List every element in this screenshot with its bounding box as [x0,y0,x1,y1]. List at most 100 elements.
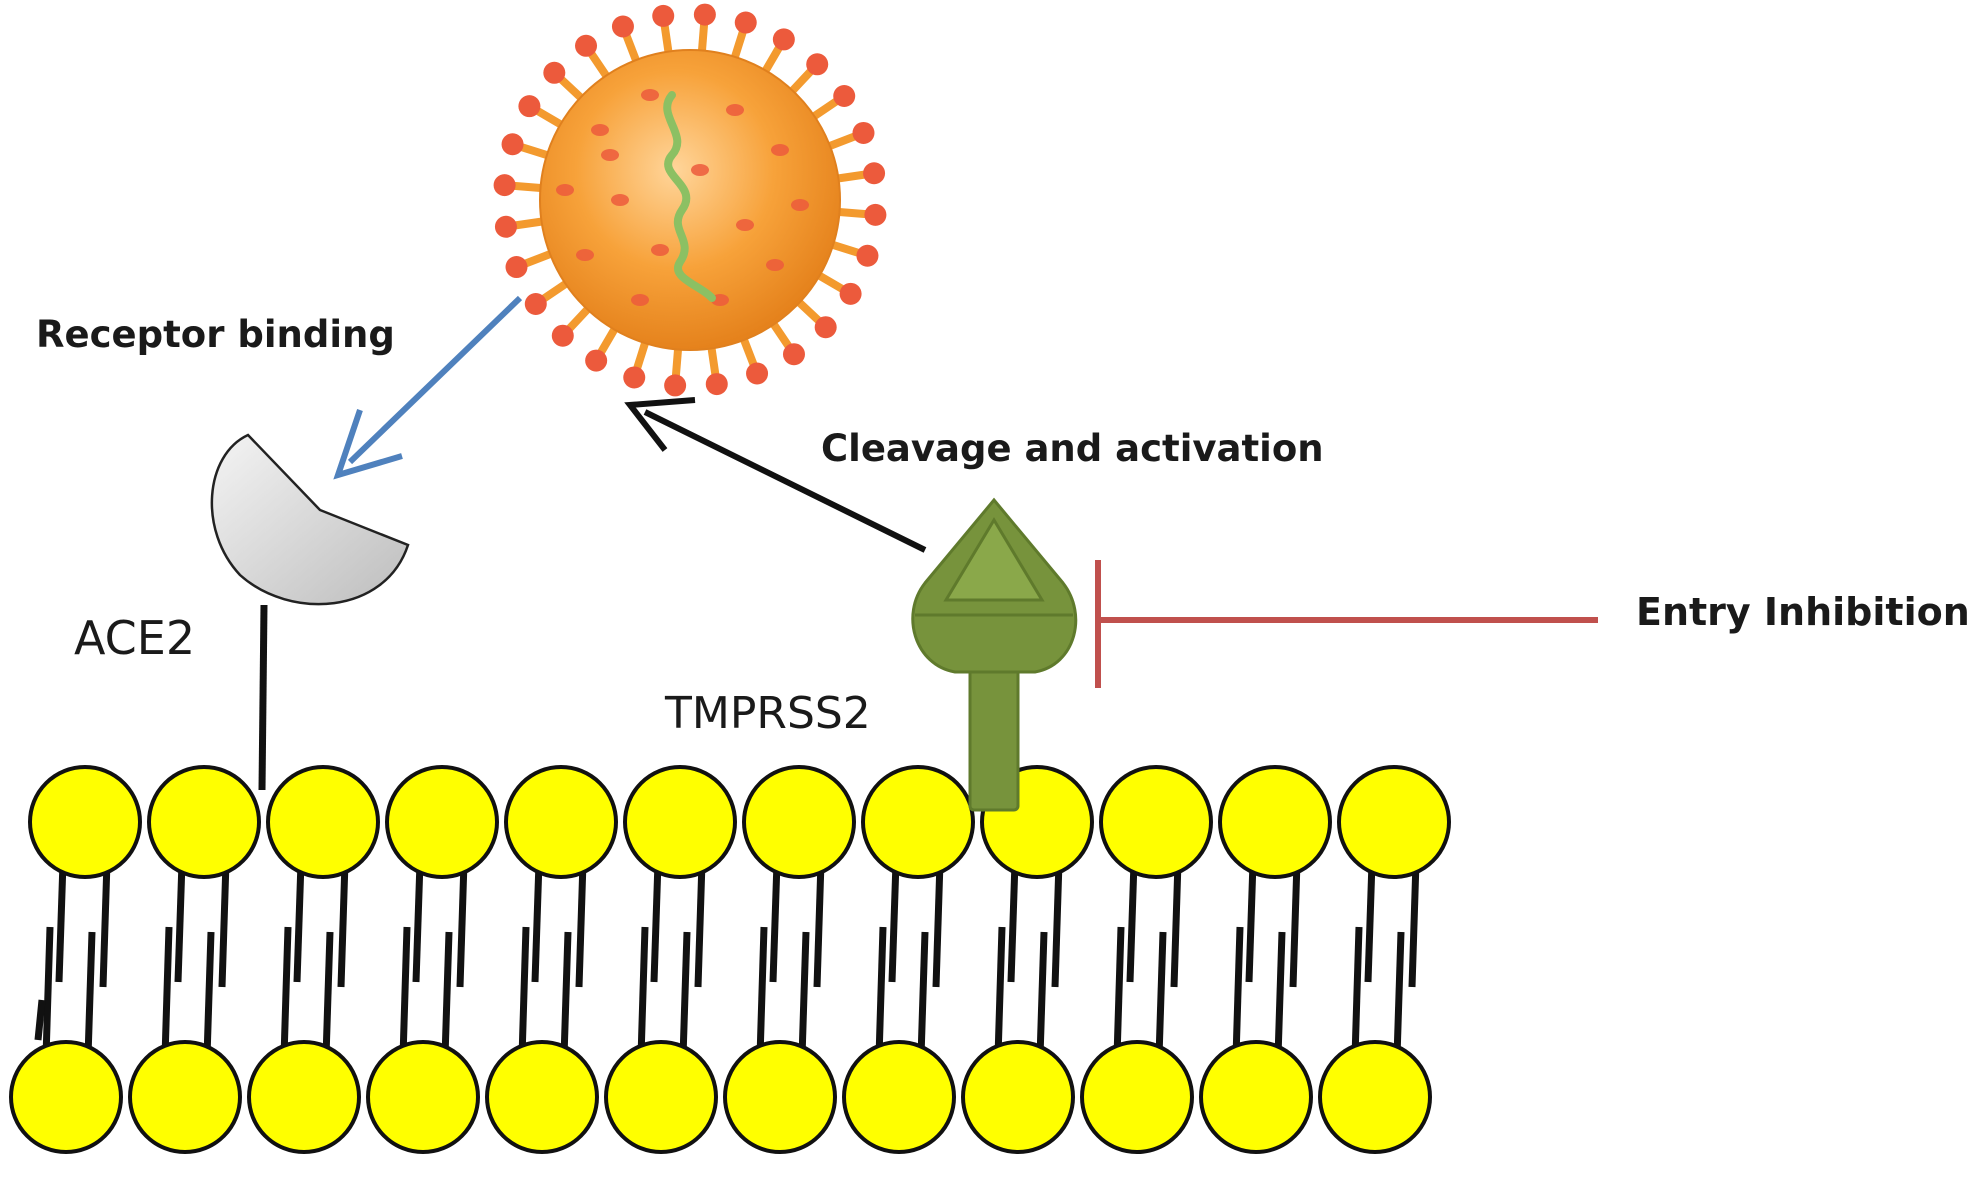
lower-lipid-head [247,1040,361,1154]
upper-lipid-tail [932,861,944,988]
entry-inhibition-line [1095,560,1598,688]
virus-spike-tip [705,373,728,396]
upper-lipid-tail [1245,861,1257,983]
virus-spike-tip [551,324,574,347]
virus-surface-spot [631,294,649,306]
upper-lipid-tail [55,861,67,983]
virus-spike-tip [493,174,516,197]
virus-spike-tip [863,162,886,185]
upper-lipid-head [504,765,618,879]
lower-lipid-head [9,1040,123,1154]
tmprss2-label: TMPRSS2 [665,688,871,739]
upper-lipid-tail [575,861,587,988]
lower-lipid-tail [1113,926,1125,1058]
virus-surface-spot [736,219,754,231]
virus-spike-tip [543,61,566,84]
lower-lipid-tail [161,926,173,1058]
virus-surface-spot [556,184,574,196]
upper-lipid-head [623,765,737,879]
tmprss2-triangle [943,517,1045,602]
virus-spike-tip [772,28,795,51]
cleavage-activation-label: Cleavage and activation [821,427,1324,470]
upper-lipid-head [1099,765,1213,879]
lower-lipid-head [485,1040,599,1154]
lower-lipid-tail [875,926,887,1058]
upper-lipid-tail [813,861,825,988]
lower-lipid-tail [1232,926,1244,1058]
lower-lipid-tail [84,931,96,1058]
upper-lipid-tail [1170,861,1182,988]
virus-surface-spot [726,104,744,116]
ace2-receptor [210,433,410,791]
virus-surface-spots [556,89,809,306]
lower-lipid-tail [1351,926,1363,1058]
upper-lipid-tail [174,861,186,983]
virus-spike-tip [856,244,879,267]
upper-lipid-tail [1364,861,1376,983]
virus-spike-tip [494,215,517,238]
upper-lipid-tail [769,861,781,983]
upper-lipid-head [385,765,499,879]
virus-spike-tip [746,362,769,385]
lower-lipid-head [961,1040,1075,1154]
virus-surface-spot [691,164,709,176]
upper-lipid-tail [1408,861,1420,988]
upper-lipid-head [147,765,261,879]
lower-lipid-head [366,1040,480,1154]
virus-spike-tip [575,34,598,57]
lower-lipid-tail [994,926,1006,1058]
virus-spike-tip [623,366,646,389]
upper-lipid-head [861,765,975,879]
virus-surface-spot [576,249,594,261]
lower-lipid-tail [280,926,292,1058]
virus-spike-tip [505,256,528,279]
lower-lipid-tail [1393,931,1405,1058]
virus-spike-tip [611,15,634,38]
virus-surface-spot [591,124,609,136]
lower-lipid-tail [203,931,215,1058]
lower-lipid-head [1080,1040,1194,1154]
virus-spike-tip [734,11,757,34]
virus-spike-tip [839,282,862,305]
lower-lipid-head [128,1040,242,1154]
lower-lipid-tail [756,926,768,1058]
upper-lipid-tail [99,861,111,988]
virus-spike-tip [585,349,608,372]
viral-rna-icon [663,91,716,302]
virus-spike-tip [524,292,547,315]
upper-lipid-tail [218,861,230,988]
virus-particle [493,3,887,397]
tmprss2-protease [911,497,1078,812]
lower-lipid-tail [518,926,530,1058]
virus-spike-tip [814,316,837,339]
upper-lipid-tail [1126,861,1138,983]
lower-lipid-head [723,1040,837,1154]
virus-surface-spot [601,149,619,161]
virus-spike-tip [501,133,524,156]
virus-spike-tip [806,53,829,76]
lower-lipid-head [604,1040,718,1154]
receptor-binding-arrow [333,295,523,480]
upper-lipid-tail [456,861,468,988]
upper-lipid-tail [293,861,305,983]
ace2-label: ACE2 [74,611,196,665]
upper-lipid-tail [337,861,349,988]
virus-surface-spot [641,89,659,101]
virus-spike-tip [652,4,675,27]
virus-surface-spot [651,244,669,256]
virus-surface-spot [771,144,789,156]
lower-lipid-head [1318,1040,1432,1154]
upper-lipid-head [742,765,856,879]
virus-spike-tip [782,343,805,366]
upper-lipid-head [28,765,142,879]
upper-lipid-tail [888,861,900,983]
upper-lipid-tail [531,861,543,983]
upper-lipid-head [1218,765,1332,879]
lower-lipid-tail [917,931,929,1058]
upper-lipid-tail [1051,861,1063,988]
lipid-bilayer [9,765,1451,1154]
virus-surface-spot [766,259,784,271]
lower-lipid-head [842,1040,956,1154]
